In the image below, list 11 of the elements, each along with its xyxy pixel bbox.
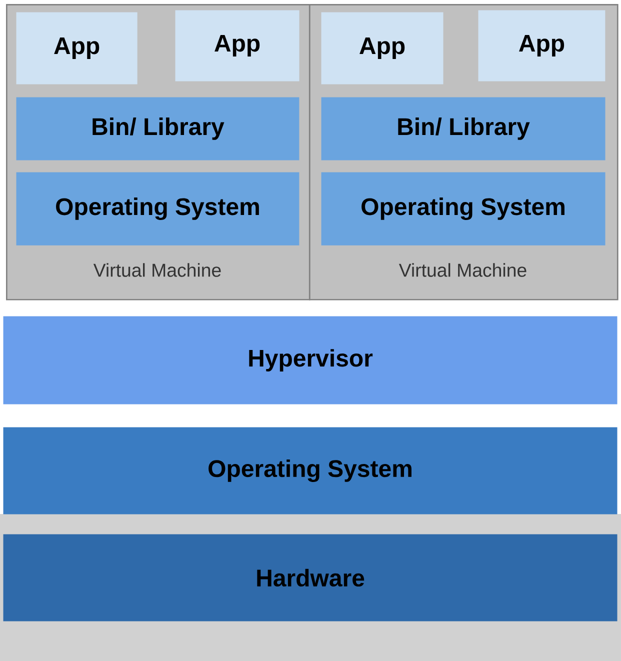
app-box: App [16, 12, 138, 84]
app-box: App [321, 12, 444, 84]
library-layer: Bin/ Library [16, 97, 300, 160]
os-layer: Operating System [16, 172, 300, 246]
os-layer: Operating System [321, 172, 606, 246]
hardware-layer: Hardware [3, 534, 618, 622]
app-box: App [478, 10, 606, 82]
app-box: App [175, 10, 300, 82]
hypervisor-layer: Hypervisor [3, 316, 618, 404]
os-layer: Operating System [3, 427, 618, 514]
library-layer: Bin/ Library [321, 97, 606, 160]
